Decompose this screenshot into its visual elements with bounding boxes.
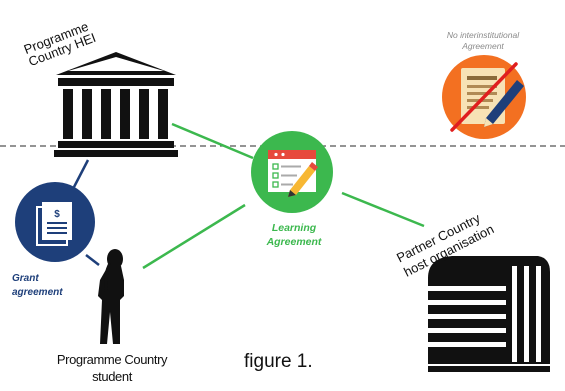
svg-text:$: $	[54, 209, 60, 220]
student-label-line1: Programme Country	[56, 352, 168, 367]
checklist-pencil-icon	[251, 131, 333, 213]
student-silhouette-icon	[98, 249, 124, 344]
learning-agreement-label-line1: Learning	[271, 222, 317, 234]
grant-document-icon: $	[15, 182, 95, 262]
no-agreement-label-line2: Agreement	[462, 41, 504, 52]
grant-agreement-label-line1: Grant	[12, 273, 39, 284]
connector-hei-grant	[72, 159, 90, 188]
student-label-line2: student	[92, 368, 132, 384]
learning-agreement-label: Learning Agreement	[254, 222, 334, 249]
no-agreement-label: No interinstitutional Agreement	[419, 30, 547, 53]
office-building-icon	[428, 256, 550, 372]
connector-hei-learning	[171, 122, 254, 160]
figure-caption: figure 1.	[244, 351, 313, 372]
connector-student-learning	[142, 203, 246, 270]
connector-grant-student	[85, 254, 100, 266]
grant-agreement-label-line2: agreement	[12, 286, 63, 298]
learning-agreement-label-line2: Agreement	[266, 235, 322, 248]
grant-agreement-label: Grant agreement	[12, 272, 63, 299]
no-agreement-label-line1: No interinstitutional	[446, 30, 520, 40]
crossed-out-agreement-icon	[442, 55, 526, 139]
student-label: Programme Country student	[28, 352, 196, 386]
connector-learning-partner	[341, 191, 425, 228]
university-building-icon	[54, 52, 178, 157]
